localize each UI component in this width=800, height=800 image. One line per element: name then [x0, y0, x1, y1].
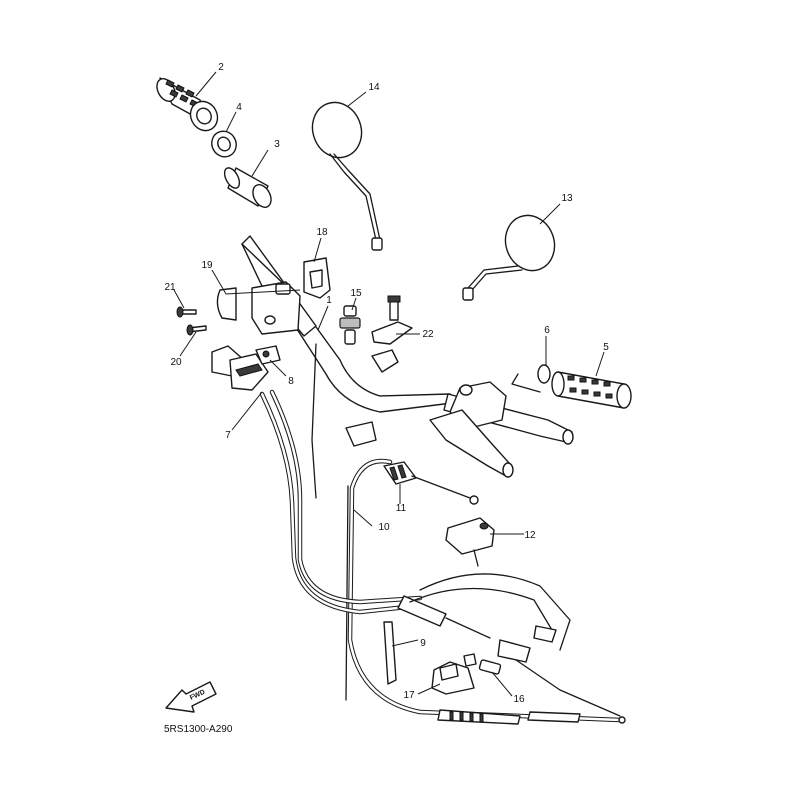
part-13-right-mirror — [462, 214, 556, 301]
callout-22: 22 — [422, 329, 434, 340]
part-brake-lever-assembly — [429, 381, 514, 478]
callout-13: 13 — [561, 193, 573, 204]
part-12-switch — [445, 517, 495, 567]
part-5-right-grip — [511, 371, 632, 409]
part-22-clamp — [345, 295, 413, 447]
callout-4: 4 — [236, 102, 242, 113]
part-3-throttle-tube — [223, 167, 272, 208]
callout-5: 5 — [603, 342, 609, 353]
part-8-bracket — [255, 345, 281, 365]
part-7-cable-joint — [211, 345, 269, 391]
callout-7: 7 — [225, 430, 231, 441]
callout-12: 12 — [524, 530, 536, 541]
callout-2: 2 — [218, 62, 224, 73]
part-4-washer — [211, 130, 237, 158]
part-15-adjuster — [339, 305, 361, 345]
part-17-bracket — [431, 653, 477, 695]
part-9-cable-tie — [383, 621, 397, 685]
part-18-clamp — [303, 257, 331, 299]
callout-11: 11 — [396, 503, 407, 514]
part-10-clutch-cable — [345, 458, 623, 723]
part-2-left-grip — [156, 77, 219, 132]
callout-15: 15 — [350, 288, 362, 299]
callout-19: 19 — [201, 260, 213, 271]
callout-6: 6 — [544, 325, 550, 336]
part-6-washer — [537, 364, 551, 384]
part-21-screw — [176, 306, 197, 318]
part-16-adjuster — [478, 659, 502, 675]
callout-17: 17 — [403, 690, 415, 701]
part-11-cable — [383, 461, 479, 505]
callout-3: 3 — [274, 139, 280, 150]
callout-20: 20 — [170, 357, 182, 368]
diagram-code: 5RS1300-A290 — [164, 724, 233, 735]
part-19-switch-housing — [216, 281, 301, 335]
part-20-screw — [186, 324, 207, 336]
callout-18: 18 — [316, 227, 328, 238]
callout-14: 14 — [368, 82, 380, 93]
leader-lines — [173, 71, 605, 697]
cable-lower-ends — [437, 709, 626, 725]
part-14-left-mirror — [311, 101, 383, 251]
forward-direction-arrow: FWD — [165, 681, 217, 713]
callout-21: 21 — [164, 282, 176, 293]
callout-1: 1 — [326, 295, 332, 306]
callout-10: 10 — [378, 522, 390, 533]
callout-16: 16 — [513, 694, 525, 705]
callout-9: 9 — [420, 638, 426, 649]
part-7-throttle-cables — [259, 343, 621, 717]
callout-8: 8 — [288, 376, 294, 387]
